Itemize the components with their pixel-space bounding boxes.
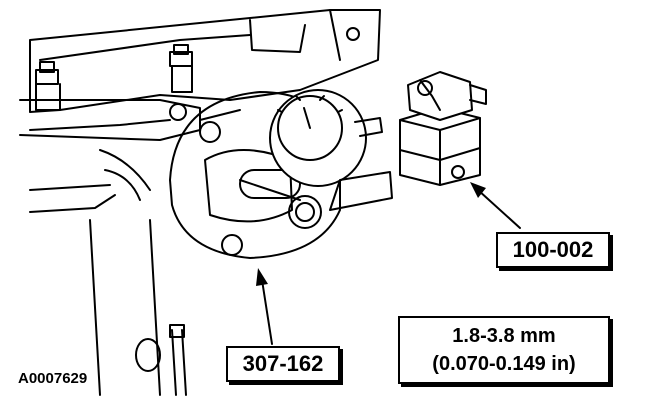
- figure-id: A0007629: [18, 370, 88, 387]
- bolt-left: [35, 61, 61, 111]
- leader-arrowhead-clamp: [470, 182, 486, 198]
- bolt-center: [169, 44, 193, 93]
- engine-block: [29, 9, 381, 396]
- tool-callout-100-002: 100-002: [496, 232, 610, 268]
- leader-lines: [261, 189, 521, 345]
- magnetic-base: [399, 71, 487, 186]
- tool-callout-label: 307-162: [242, 351, 324, 376]
- tool-callout-307-162: 307-162: [226, 346, 340, 382]
- spec-imperial: (0.070-0.149 in): [432, 353, 576, 375]
- spec-metric: 1.8-3.8 mm: [452, 325, 556, 347]
- specification-box: 1.8-3.8 mm (0.070-0.149 in): [398, 316, 610, 384]
- dipstick-tube: [135, 324, 187, 396]
- leader-arrowhead-dial: [256, 268, 268, 286]
- tool-callout-label: 100-002: [512, 237, 594, 262]
- mounting-bracket: [19, 99, 241, 141]
- dial-indicator: [269, 89, 393, 211]
